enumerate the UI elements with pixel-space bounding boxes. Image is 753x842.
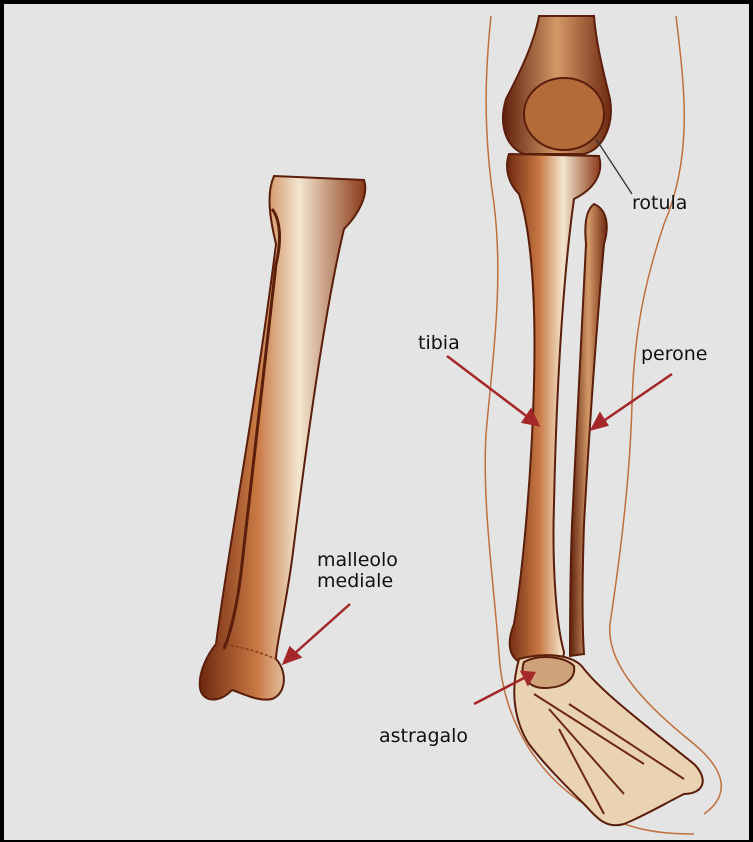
- label-rotula: rotula: [632, 193, 687, 214]
- label-malleolo-line1: malleolo: [317, 550, 398, 571]
- label-tibia: tibia: [418, 333, 460, 354]
- label-astragalo: astragalo: [379, 726, 468, 747]
- leg-bones-illustration: [4, 4, 749, 840]
- label-perone: perone: [641, 344, 708, 365]
- left-tibia-fibula: [200, 176, 366, 700]
- label-malleolo-line2: mediale: [317, 571, 393, 592]
